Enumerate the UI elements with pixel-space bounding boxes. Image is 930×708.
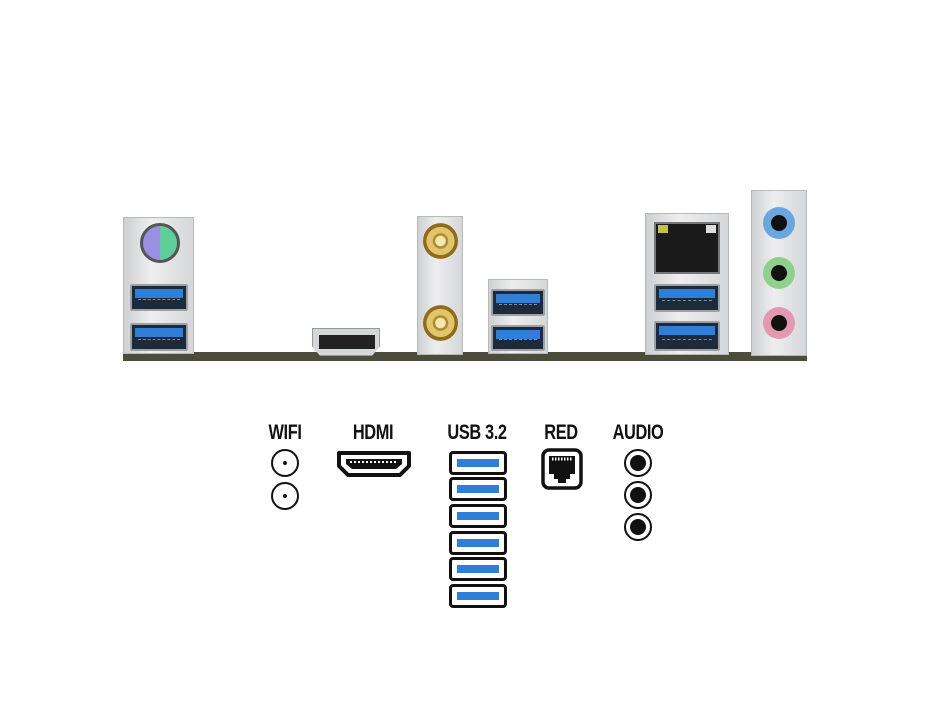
usb-icon [449,557,507,581]
audio-jack-icon [624,513,652,541]
audio-jack-green [763,257,795,289]
usb-port [130,284,188,311]
usb-icon [449,477,507,501]
panel-base-strip [123,352,807,361]
wifi-antenna-icon [271,482,299,510]
wifi-antenna-connector-icon [423,305,458,341]
wifi-antenna-connector-icon [423,223,458,259]
hdmi-icon [337,451,411,477]
legend-label-audio: AUDIO [612,421,664,444]
audio-jack-pink [763,307,795,339]
legend-label-hdmi: HDMI [352,421,394,444]
usb-icon [449,584,507,608]
usb-stack [488,279,548,354]
usb-icon [449,504,507,528]
audio-jack-icon [624,481,652,509]
hdmi-port [312,328,380,356]
audio-block [751,190,807,356]
audio-jack-blue [763,207,795,239]
usb-port [654,284,720,312]
legend-label-wifi: WIFI [268,421,302,444]
ps2-port-icon [140,223,180,263]
ethernet-icon [541,448,583,490]
usb-icon [449,451,507,475]
lan-usb-block [645,213,729,355]
ps2-usb-block [123,217,194,354]
usb-port [491,325,545,351]
wifi-antenna-icon [271,449,299,477]
legend-label-lan: RED [544,421,578,444]
legend-label-usb: USB 3.2 [447,421,507,444]
usb-port [654,321,720,351]
usb-port [130,323,188,351]
antenna-block [417,216,463,355]
io-panel-photo [123,190,807,361]
usb-port [491,289,545,316]
usb-icon [449,531,507,555]
audio-jack-icon [624,449,652,477]
ethernet-port [654,222,720,274]
